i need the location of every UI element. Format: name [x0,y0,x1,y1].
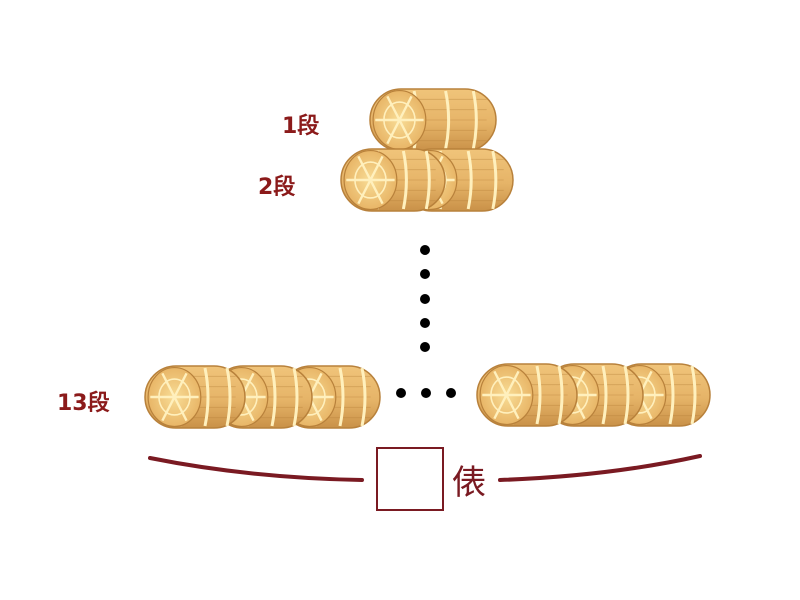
answer-blank-box [376,447,444,511]
rice-bale-icon [476,363,578,427]
ellipsis-dots [396,245,456,398]
brace-right-curve [498,454,702,482]
rice-bale-icon [369,88,497,152]
rice-bale-icon [144,365,246,429]
vertical-ellipsis-dot [420,318,430,328]
brace-left-curve [148,456,364,482]
vertical-ellipsis-dot [420,342,430,352]
horizontal-ellipsis-dot [396,388,406,398]
horizontal-ellipsis-dot [446,388,456,398]
vertical-ellipsis-dot [420,269,430,279]
unit-tawara-label: 俵 [452,463,486,503]
tier-1-label: 1段 [282,114,320,139]
tier-2-label: 2段 [258,175,296,200]
horizontal-ellipsis-dot [421,388,431,398]
tier-13-label: 13段 [57,391,110,416]
rice-bale-icon [340,148,446,212]
vertical-ellipsis-dot [420,294,430,304]
vertical-ellipsis-dot [420,245,430,255]
bale-group [144,88,711,429]
